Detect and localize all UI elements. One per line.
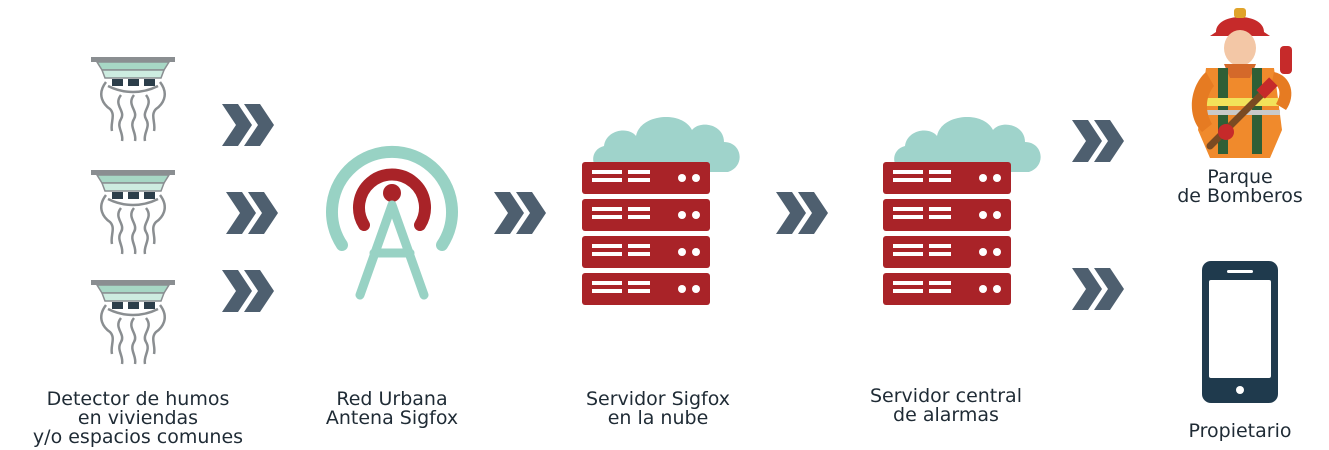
alarm-server-label: Servidor central de alarmas	[846, 387, 1046, 425]
radio-antenna-icon	[326, 145, 458, 300]
double-chevron-right-icon	[494, 192, 546, 234]
cloud-server-icon	[582, 117, 740, 305]
alarm-server-label-line: de alarmas	[893, 404, 999, 426]
double-chevron-right-icon	[1072, 120, 1124, 162]
alarm-server-label-line: Servidor central	[870, 385, 1022, 407]
smartphone-icon	[1202, 261, 1278, 403]
detector-label: Detector de humos en viviendas y/o espac…	[8, 390, 268, 447]
smoke-detector-icon	[88, 55, 178, 145]
cloud-server-icon	[883, 117, 1041, 305]
sigfox-server-label-line: en la nube	[607, 407, 709, 429]
antenna-label-line: Antena Sigfox	[325, 407, 459, 429]
firefighters-label-line: Parque	[1207, 166, 1273, 188]
detector-label-line: en viviendas	[77, 407, 199, 429]
antenna-label: Red Urbana Antena Sigfox	[292, 390, 492, 428]
firefighters-label-line: de Bomberos	[1177, 185, 1303, 207]
smoke-detector-icon	[88, 168, 178, 258]
firefighter-icon	[1191, 8, 1292, 158]
double-chevron-right-icon	[222, 104, 274, 146]
detector-label-line: y/o espacios comunes	[32, 426, 244, 448]
smoke-detector-icon	[88, 278, 178, 368]
double-chevron-right-icon	[1072, 268, 1124, 310]
double-chevron-right-icon	[226, 192, 278, 234]
sigfox-server-label: Servidor Sigfox en la nube	[558, 390, 758, 428]
double-chevron-right-icon	[776, 192, 828, 234]
double-chevron-right-icon	[222, 270, 274, 312]
sigfox-server-label-line: Servidor Sigfox	[586, 388, 730, 410]
firefighters-label: Parque de Bomberos	[1150, 168, 1329, 206]
detector-label-line: Detector de humos	[46, 388, 230, 410]
owner-label-line: Propietario	[1188, 420, 1292, 442]
owner-label: Propietario	[1150, 422, 1329, 441]
antenna-label-line: Red Urbana	[336, 388, 448, 410]
